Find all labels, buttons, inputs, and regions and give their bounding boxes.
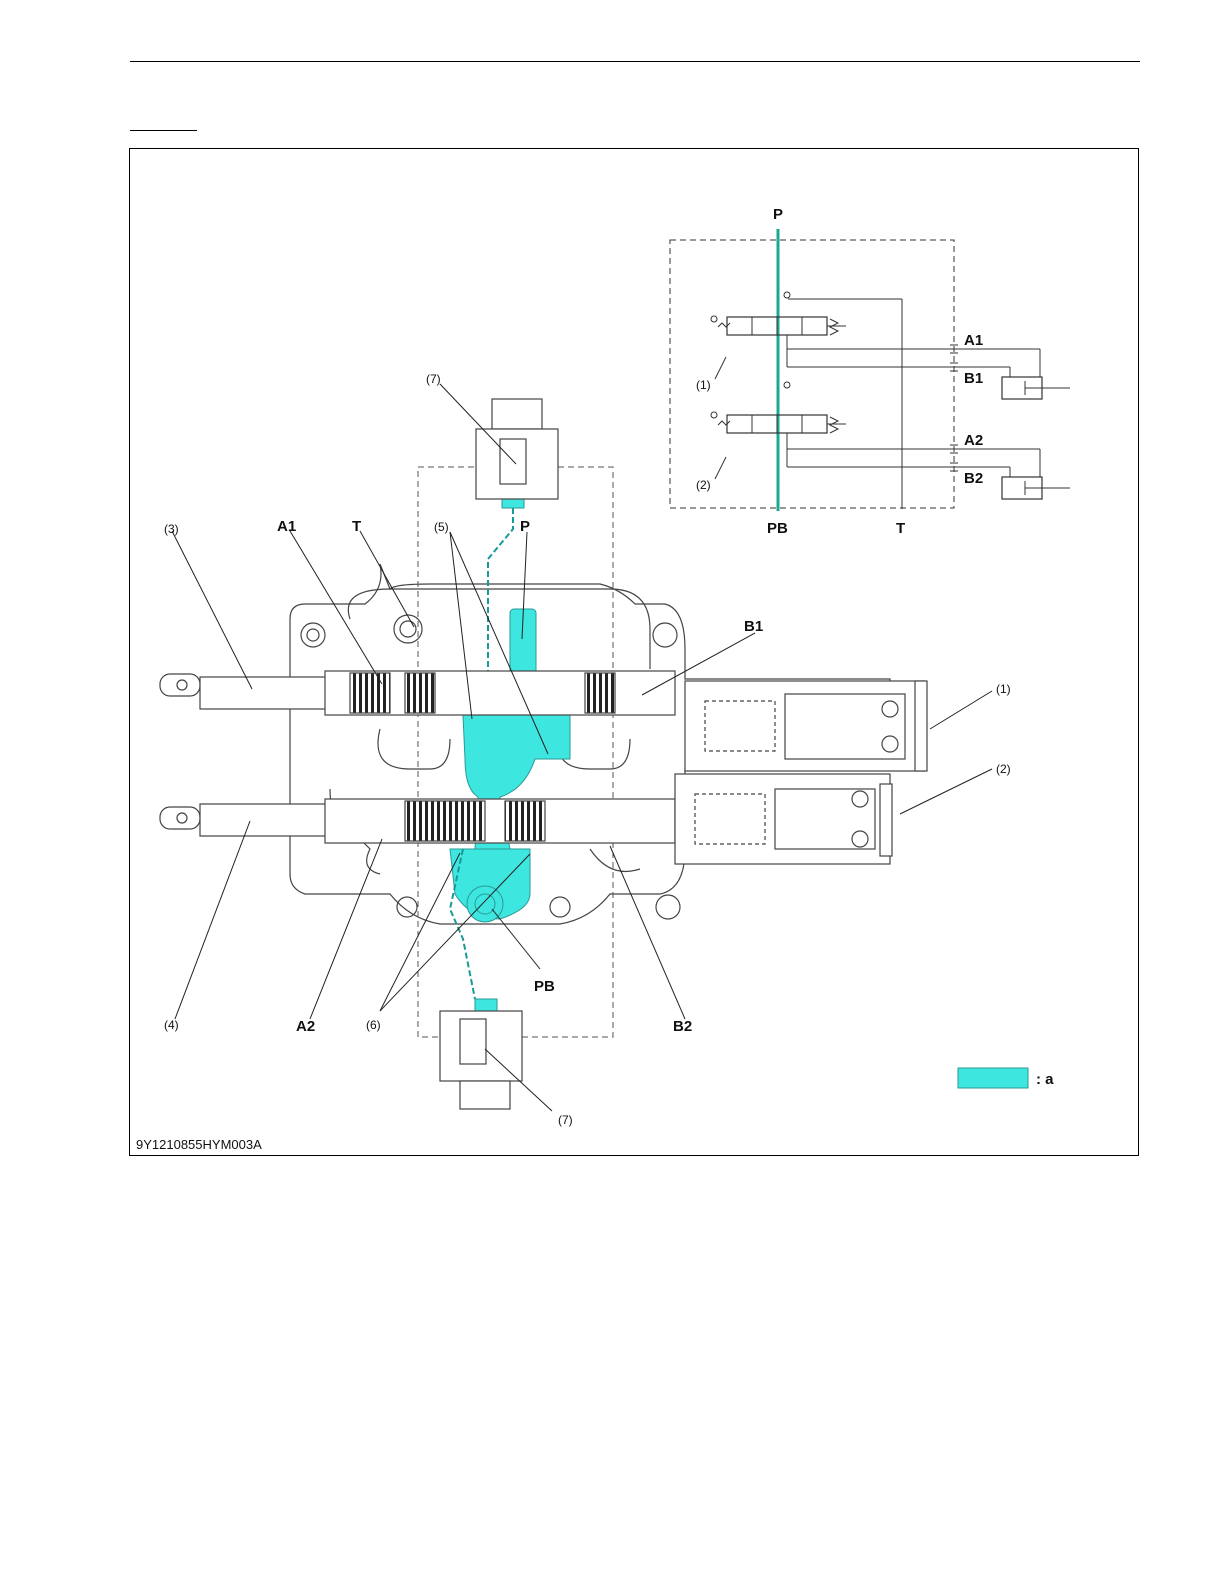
- legend-swatch: [958, 1068, 1028, 1088]
- schematic-dashed-box: [670, 240, 954, 508]
- spring-cap-2: [675, 774, 892, 864]
- port-a2-label: A2: [296, 1018, 315, 1035]
- schematic-port-b2: B2: [964, 470, 983, 487]
- mounting-hole: [397, 897, 417, 917]
- port-p-label: P: [520, 518, 530, 535]
- section-underline: [130, 130, 197, 131]
- port-b1-label: B1: [744, 618, 763, 635]
- schematic-callout-2: (2): [696, 478, 711, 492]
- spool-2-rod: [200, 804, 330, 836]
- schematic-port-a2: A2: [964, 432, 983, 449]
- spool-2-body: [325, 799, 675, 843]
- passage: [378, 729, 450, 769]
- spool-2-grooves: [405, 801, 485, 841]
- callout-3: (3): [164, 522, 179, 536]
- callout-4: (4): [164, 1018, 179, 1032]
- spring-cap-1: [685, 681, 927, 771]
- callout-7-bottom: (7): [558, 1113, 573, 1127]
- callout-6: (6): [366, 1018, 381, 1032]
- mounting-hole: [550, 897, 570, 917]
- solenoid-valve-top: [476, 399, 558, 499]
- port-t-hole: [394, 615, 422, 643]
- schematic-callout-2-arrow: [715, 457, 726, 479]
- mounting-hole: [301, 623, 325, 647]
- figure-frame: P A1 B1 A2 B2 PB T (1) (2): [129, 148, 1139, 1156]
- schematic-port-pb: PB: [767, 520, 788, 537]
- schematic-port-p: P: [773, 206, 783, 223]
- solenoid-valve-bottom: [440, 1011, 522, 1109]
- callout-2: (2): [996, 762, 1011, 776]
- valve-diagram: P A1 B1 A2 B2 PB T (1) (2): [130, 149, 1138, 1155]
- hydraulic-schematic: [670, 229, 1070, 511]
- schematic-port-t: T: [896, 520, 905, 537]
- callout-5: (5): [434, 520, 449, 534]
- port-t-label: T: [352, 518, 361, 535]
- callout-1: (1): [996, 682, 1011, 696]
- spool-1-grooves: [350, 673, 390, 713]
- schematic-port-b1: B1: [964, 370, 983, 387]
- figure-id: 9Y1210855HYM003A: [136, 1137, 262, 1152]
- schematic-callout-1-arrow: [715, 357, 726, 379]
- passage: [590, 849, 640, 872]
- schematic-callout-1: (1): [696, 378, 711, 392]
- legend-label: : a: [1036, 1071, 1054, 1088]
- mounting-hole: [653, 623, 677, 647]
- header-rule: [130, 61, 1140, 62]
- schematic-port-a1: A1: [964, 332, 983, 349]
- callout-7-top: (7): [426, 372, 441, 386]
- mounting-hole: [656, 895, 680, 919]
- port-b2-label: B2: [673, 1018, 692, 1035]
- port-pb-label: PB: [534, 978, 555, 995]
- spool-1-rod: [200, 677, 330, 709]
- port-a1-label: A1: [277, 518, 296, 535]
